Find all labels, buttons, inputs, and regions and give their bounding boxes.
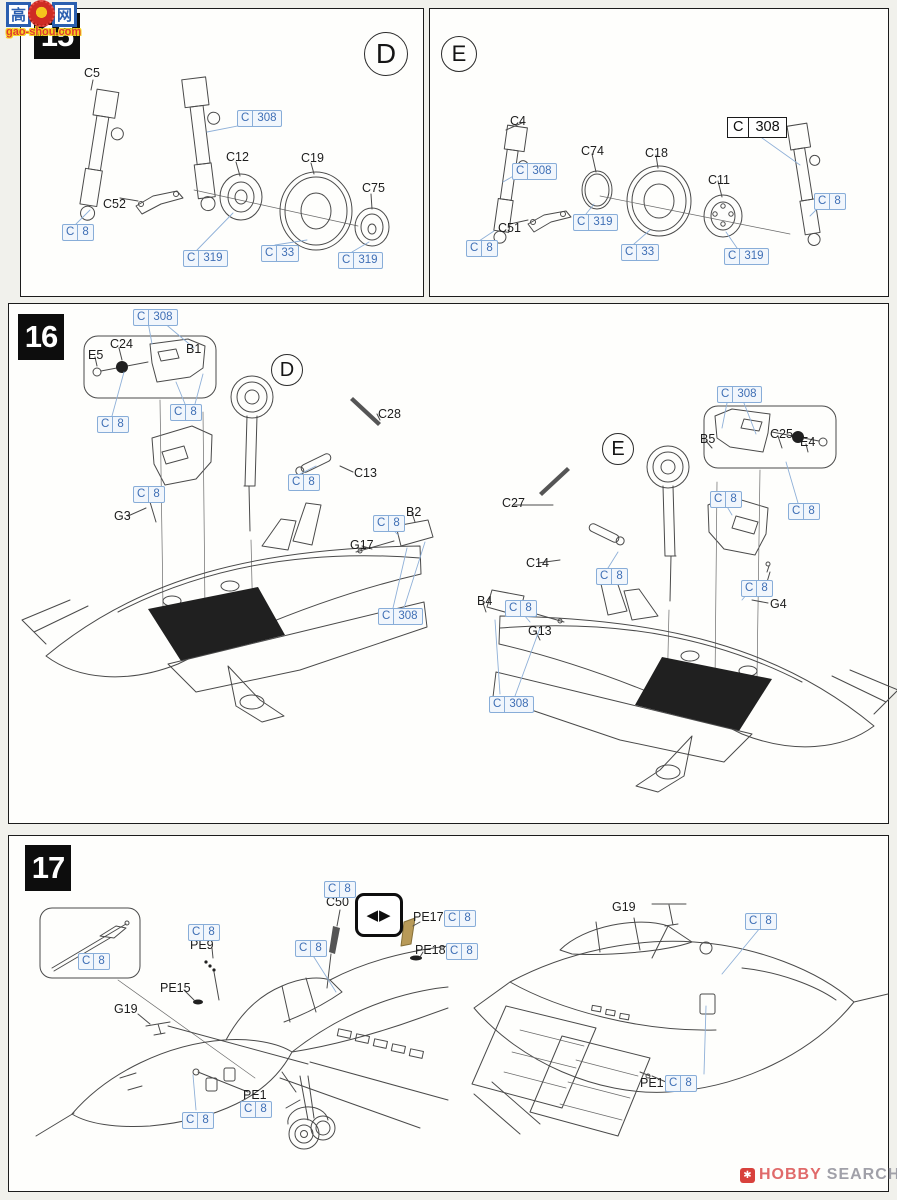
- watermark-logo: 高 网 gao-shou.com: [6, 0, 116, 41]
- watermark-char-right: 网: [52, 2, 77, 27]
- part-label: G4: [770, 597, 787, 611]
- part-label: C18: [645, 146, 668, 160]
- part-label: C19: [301, 151, 324, 165]
- brand-word-1: HOBBY: [759, 1166, 822, 1183]
- part-label: PE17: [413, 910, 444, 924]
- hobby-search-logo: ✱ HOBBY SEARCH: [740, 1166, 897, 1184]
- part-label: B5: [700, 432, 716, 446]
- part-label: C25: [770, 427, 793, 441]
- brand-word-2: SEARCH: [826, 1166, 897, 1183]
- part-label: PE15: [160, 981, 191, 995]
- part-label: C13: [354, 466, 377, 480]
- variant-badge-d-15: D: [364, 32, 408, 76]
- part-label: C27: [502, 496, 525, 510]
- part-label: C14: [526, 556, 549, 570]
- part-label: C5: [84, 66, 100, 80]
- part-label: G3: [114, 509, 131, 523]
- part-label: C12: [226, 150, 249, 164]
- watermark-site-url: gao-shou.com: [6, 26, 82, 38]
- gear-thumb-icon: [28, 0, 55, 27]
- variant-badge-e-15: E: [441, 36, 477, 72]
- part-label: G17: [350, 538, 374, 552]
- part-label: C50: [326, 895, 349, 909]
- part-label: C74: [581, 144, 604, 158]
- part-label: B2: [406, 505, 422, 519]
- part-label: C75: [362, 181, 385, 195]
- part-label: G13: [528, 624, 552, 638]
- part-label: C28: [378, 407, 401, 421]
- part-label: PE18: [415, 943, 446, 957]
- hobby-search-icon: ✱: [740, 1167, 755, 1183]
- step-number-16: 16: [18, 314, 64, 360]
- part-label: G19: [612, 900, 636, 914]
- variant-badge-e-16: E: [602, 433, 634, 465]
- part-label: E4: [800, 435, 816, 449]
- part-label: B1: [186, 342, 202, 356]
- part-label: C11: [708, 173, 731, 187]
- part-label: C4: [510, 114, 526, 128]
- watermark-char-left: 高: [6, 2, 31, 27]
- part-label: G19: [114, 1002, 138, 1016]
- part-label: B4: [477, 594, 493, 608]
- step-number-17: 17: [25, 845, 71, 891]
- part-label: C24: [110, 337, 133, 351]
- part-label: C52: [103, 197, 126, 211]
- part-label: E5: [88, 348, 104, 362]
- part-label: PE1: [640, 1076, 664, 1090]
- both-sides-arrows-icon: ◀▶: [355, 893, 403, 937]
- arrows-glyph: ◀▶: [366, 907, 392, 924]
- part-label: C51: [498, 221, 521, 235]
- part-label: PE1: [243, 1088, 267, 1102]
- variant-badge-d-16: D: [271, 354, 303, 386]
